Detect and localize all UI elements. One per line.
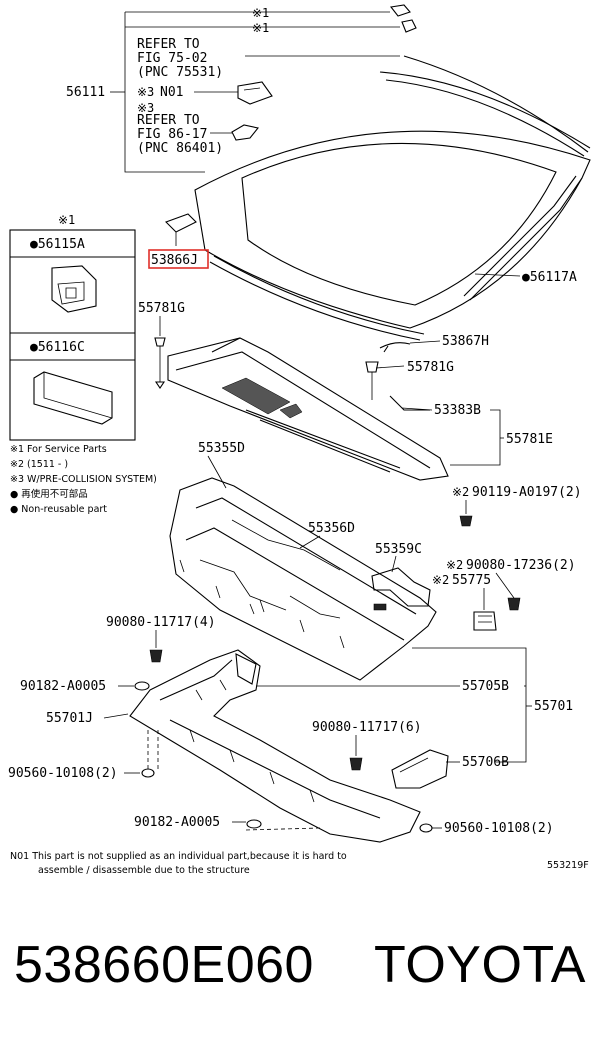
note-mark-55775: ※2	[432, 573, 449, 587]
note-mark-90119: ※2	[452, 485, 469, 499]
note-mark-3-n01: ※3	[137, 85, 154, 99]
clip-55781g-right	[365, 361, 379, 373]
label-55701: 55701	[534, 699, 573, 714]
label-90182-a0005-bottom: 90182-A0005	[134, 815, 220, 830]
legend-note-3: ※3 W/PRE-COLLISION SYSTEM)	[10, 474, 157, 485]
label-53866j: 53866J	[151, 253, 198, 268]
bracket-55775	[473, 611, 497, 631]
label-90080-11717-top: 90080-11717(4)	[106, 615, 216, 630]
clip-90560-bottom	[419, 823, 433, 833]
label-n01: N01	[160, 85, 183, 100]
label-56117a: ●56117A	[522, 270, 577, 285]
legend-nonreusable-jp: ● 再使用不可部品	[10, 488, 88, 500]
note-mark-3-refer: ※3	[137, 101, 154, 115]
label-56115a: ●56115A	[30, 237, 85, 252]
figure-code: 553219F	[547, 860, 589, 871]
clip-55781g-left	[154, 337, 166, 347]
legend-notes: ※1 For Service Parts ※2 (1511 - ) ※3 W/P…	[10, 444, 157, 515]
spacer-56116c-shape	[33, 371, 113, 425]
highlight-box-53866j	[148, 249, 209, 269]
part-number-caption: 538660E060	[14, 936, 314, 994]
brand-caption: TOYOTA	[374, 936, 586, 994]
nut-90182-left	[134, 681, 150, 691]
cowl-louver-55781e	[167, 337, 449, 481]
label-55356d: 55356D	[308, 521, 355, 536]
bolt-90119	[459, 515, 473, 527]
service-parts-box: ※1 ●56115A ●56116C	[9, 213, 136, 441]
part-53866j: 53866J	[148, 213, 209, 269]
label-55701j: 55701J	[46, 711, 93, 726]
legend-note-1: ※1 For Service Parts	[10, 444, 107, 455]
label-55781g-left: 55781G	[138, 301, 185, 316]
note-mark-90080-17236: ※2	[446, 558, 463, 572]
clip-56115a-shape	[51, 265, 97, 313]
refer-fig86-line3: (PNC 86401)	[137, 141, 223, 156]
nut-90182-bottom	[246, 819, 262, 829]
label-55781g-right: 55781G	[407, 360, 454, 375]
label-56116c: ●56116C	[30, 340, 85, 355]
note-mark-1a: ※1	[252, 6, 269, 20]
parts-diagram: ※1 ※1 REFER TO FIG 75-02 (PNC 75531) 561…	[8, 4, 591, 876]
legend-note-2: ※2 (1511 - )	[10, 459, 68, 470]
seal-55359c	[371, 567, 431, 607]
label-55781e: 55781E	[506, 432, 553, 447]
refer-fig75-line3: (PNC 75531)	[137, 65, 223, 80]
n01-footnote-line1: N01 This part is not supplied as an indi…	[10, 851, 347, 862]
bolt-90080-11717-mid	[349, 757, 363, 771]
bracket-55706b	[391, 749, 449, 789]
label-55355d: 55355D	[198, 441, 245, 456]
label-90560-left: 90560-10108(2)	[8, 766, 118, 781]
refer-fig86-line2: FIG 86-17	[137, 127, 207, 142]
label-55359c: 55359C	[375, 542, 422, 557]
reference-bracket-56111: ※1 ※1 REFER TO FIG 75-02 (PNC 75531) 561…	[66, 6, 400, 173]
note-mark-1b: ※1	[252, 21, 269, 35]
bottom-caption: 538660E060 TOYOTA	[0, 935, 600, 1015]
clip-90560-left	[141, 768, 155, 778]
label-55706b: 55706B	[462, 755, 509, 770]
label-55775: 55775	[452, 573, 491, 588]
label-90080-17236: 90080-17236(2)	[466, 558, 576, 573]
refer-fig75-line1: REFER TO	[137, 37, 200, 52]
label-90560-bottom: 90560-10108(2)	[444, 821, 554, 836]
service-box-note-mark: ※1	[58, 213, 75, 227]
n01-footnote-line2: assemble / disassemble due to the struct…	[38, 865, 250, 876]
bolt-90080-11717-top	[149, 649, 163, 663]
label-55705b: 55705B	[462, 679, 509, 694]
label-90080-11717-mid: 90080-11717(6)	[312, 720, 422, 735]
label-90119-a0197: 90119-A0197(2)	[472, 485, 582, 500]
label-53867h: 53867H	[442, 334, 489, 349]
refer-fig75-line2: FIG 75-02	[137, 51, 207, 66]
windshield-glass	[194, 55, 591, 341]
label-56111: 56111	[66, 85, 105, 100]
legend-nonreusable-en: ● Non-reusable part	[10, 504, 107, 515]
refer-fig86-line1: REFER TO	[137, 113, 200, 128]
label-53383b: 53383B	[434, 403, 481, 418]
bolt-90080-17236	[507, 597, 521, 611]
lower-cowl-panel-55701	[129, 649, 449, 843]
label-90182-a0005-left: 90182-A0005	[20, 679, 106, 694]
cowl-panel-55356d	[169, 477, 437, 681]
top-clip-parts	[231, 4, 417, 141]
